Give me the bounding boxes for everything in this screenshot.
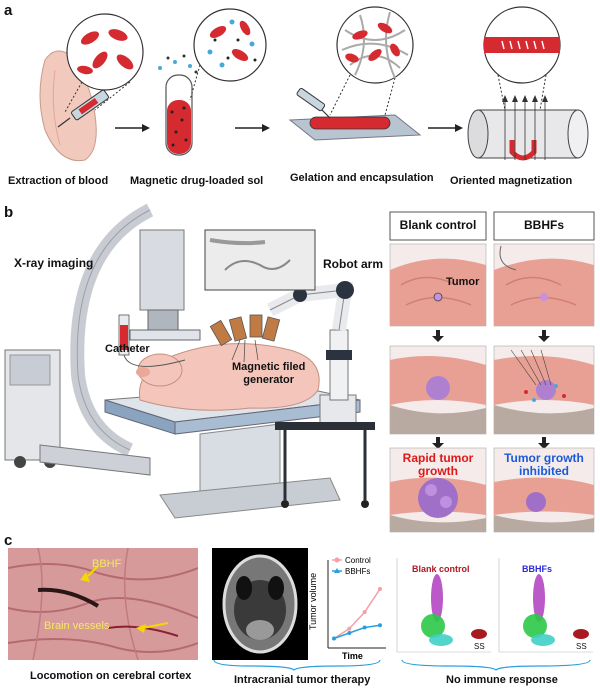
tumor-label: Tumor — [446, 276, 480, 288]
series-1-point-2 — [362, 625, 367, 630]
blank-control-header: Blank control — [399, 218, 477, 232]
series-1-point-1 — [347, 631, 352, 635]
series-0-point-3 — [378, 587, 382, 591]
magnetization-cylinder — [467, 95, 589, 161]
left-purple-cluster — [431, 574, 443, 622]
side-cart — [275, 422, 375, 508]
magnet-label-line2: generator — [243, 374, 295, 386]
step-sol-label: Magnetic drug-loaded sol — [130, 175, 264, 187]
growth-inhibited-label: Tumor growth inhibited — [494, 452, 594, 478]
series-1-point-3 — [378, 623, 382, 628]
operating-room-illustration — [4, 203, 375, 519]
legend-bbhfs-label: BBHFs — [345, 567, 370, 576]
monitor-inset — [204, 229, 316, 291]
flow-cytometry-plots — [396, 558, 593, 653]
growth-inhibited-line1: Tumor growth — [504, 451, 584, 465]
flow-left-title: Blank control — [412, 564, 470, 574]
series-0-point-1 — [347, 626, 352, 631]
robot-arm — [266, 281, 357, 426]
panel-b-label: b — [4, 204, 14, 221]
caption-braces — [213, 659, 591, 671]
chart-xlabel: Time — [342, 651, 363, 660]
legend-control-marker — [334, 557, 340, 563]
panel-a-illustration — [39, 6, 589, 162]
step-magnetization-label: Oriented magnetization — [450, 175, 573, 187]
vessels-photo-label: Brain vessels — [44, 620, 110, 632]
catheter-icon — [118, 314, 186, 367]
test-tube — [158, 54, 198, 156]
step-extraction-label: Extraction of blood — [8, 175, 109, 187]
growth-inhibited-line2: inhibited — [519, 464, 569, 478]
bbhf-photo-label: BBHF — [92, 558, 122, 570]
bbhf-fiber — [37, 587, 100, 608]
series-1-point-0 — [332, 636, 336, 641]
catheter-label: Catheter — [105, 343, 150, 355]
zoom-circle-sol — [193, 8, 267, 82]
flow-right-ss: SS — [576, 642, 587, 651]
legend-bbhfs-marker — [334, 568, 340, 573]
robot-arm-label: Robot arm — [323, 257, 383, 271]
rapid-growth-line1: Rapid tumor — [402, 451, 474, 465]
caption-locomotion: Locomotion on cerebral cortex — [30, 670, 192, 682]
series-line-1 — [333, 624, 381, 640]
right-green-cluster — [523, 614, 547, 638]
cortex-photo — [8, 548, 198, 660]
flow-left-ss: SS — [474, 642, 485, 651]
comparison-grid — [389, 211, 595, 533]
caption-tumor-therapy: Intracranial tumor therapy — [234, 674, 371, 686]
step-gelation-label: Gelation and encapsulation — [290, 172, 434, 184]
xray-imaging-label: X-ray imaging — [14, 256, 94, 270]
tumor-volume-chart: Tumor volume Time Control BBHFs — [308, 556, 386, 660]
right-purple-cluster — [533, 574, 545, 622]
magnet-label-line1: Magnetic filed — [232, 361, 306, 373]
gelation-plate — [288, 87, 422, 141]
magnetic-field-generator — [209, 314, 281, 363]
magnet-label: Magnetic filed generator — [232, 361, 305, 387]
rapid-growth-line2: growth — [418, 464, 458, 478]
legend-control-label: Control — [345, 556, 371, 565]
right-ss-cluster — [573, 629, 589, 639]
xray-c-arm — [4, 203, 201, 476]
series-0-point-2 — [362, 610, 367, 615]
zoom-circle-gel — [336, 6, 414, 84]
panel-c-label: c — [4, 532, 13, 549]
left-green-cluster — [421, 614, 445, 638]
left-ss-cluster — [471, 629, 487, 639]
bbhfs-header: BBHFs — [523, 218, 564, 232]
rapid-growth-label: Rapid tumor growth — [390, 452, 486, 478]
panel-a-label: a — [4, 2, 13, 19]
caption-immune: No immune response — [446, 674, 558, 686]
series-line-0 — [333, 588, 381, 640]
chart-ylabel: Tumor volume — [308, 573, 318, 630]
syringe-icon — [57, 89, 109, 128]
flow-right-title: BBHFs — [522, 564, 553, 574]
ct-scan — [212, 548, 308, 660]
